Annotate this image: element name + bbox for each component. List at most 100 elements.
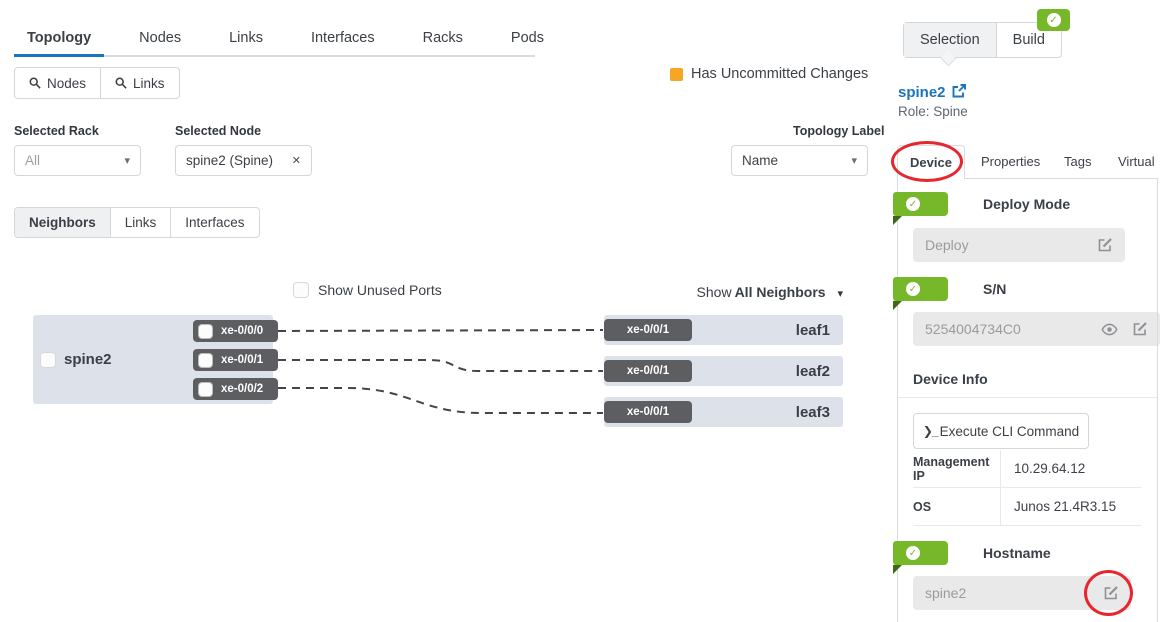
management-ip-value: 10.29.64.12 xyxy=(1000,450,1141,487)
leaf-port[interactable]: xe-0/0/1 xyxy=(604,319,692,341)
search-links-label: Links xyxy=(133,75,165,91)
tab-interfaces[interactable]: Interfaces xyxy=(310,30,375,46)
edit-icon[interactable] xyxy=(1097,237,1113,253)
port-label: xe-0/0/1 xyxy=(626,406,670,418)
hostname-value: spine2 xyxy=(925,585,967,601)
sn-field: 5254004734C0 xyxy=(913,312,1160,346)
terminal-icon: ❯_ xyxy=(922,424,939,438)
search-nodes-button[interactable]: Nodes xyxy=(15,68,100,98)
selected-node-select[interactable]: spine2 (Spine) ✕ xyxy=(175,145,312,176)
management-ip-label: Management IP xyxy=(913,454,990,483)
spine-port[interactable]: xe-0/0/2 xyxy=(193,378,278,400)
tab-links[interactable]: Links xyxy=(229,30,263,46)
sn-status-ribbon: ✓ xyxy=(893,277,948,301)
spine-port[interactable]: xe-0/0/1 xyxy=(193,349,278,371)
tab-pods[interactable]: Pods xyxy=(510,30,544,46)
topology-label-select[interactable]: Name ▾ xyxy=(731,145,868,176)
port-label: xe-0/0/2 xyxy=(221,383,264,395)
uncommitted-changes-label: Has Uncommitted Changes xyxy=(691,66,869,82)
deploy-mode-title: Deploy Mode xyxy=(983,196,1071,212)
eye-icon[interactable] xyxy=(1101,321,1118,338)
execute-cli-label: Execute CLI Command xyxy=(939,423,1080,439)
edit-icon[interactable] xyxy=(1132,321,1148,337)
detail-tab-tags[interactable]: Tags xyxy=(1064,154,1092,169)
port-label: xe-0/0/1 xyxy=(626,324,670,336)
edit-icon[interactable] xyxy=(1103,585,1119,601)
tab-build[interactable]: Build xyxy=(995,23,1061,57)
deploy-mode-value: Deploy xyxy=(925,237,969,253)
check-icon: ✓ xyxy=(1046,13,1061,27)
view-tab-links[interactable]: Links xyxy=(109,208,171,237)
os-label: OS xyxy=(913,499,932,514)
ribbon-fold xyxy=(893,565,902,574)
ribbon-fold xyxy=(893,301,902,310)
selected-node-label: Selected Node xyxy=(175,124,262,138)
leaf-port[interactable]: xe-0/0/1 xyxy=(604,401,692,423)
hostname-title: Hostname xyxy=(983,545,1051,561)
details-panel: Selection Build ✓ spine2 Role: Spine Dev… xyxy=(893,0,1168,622)
hostname-status-ribbon: ✓ xyxy=(893,541,948,565)
leaf-node-label: leaf3 xyxy=(795,403,830,421)
selected-node-value: spine2 (Spine) xyxy=(186,153,274,168)
port-checkbox[interactable] xyxy=(198,323,213,339)
deploy-mode-status-ribbon: ✓ xyxy=(893,192,948,216)
topology-label-value: Name xyxy=(742,153,779,168)
tab-nodes[interactable]: Nodes xyxy=(139,30,182,46)
search-button-group: Nodes Links xyxy=(14,67,180,99)
chevron-down-icon: ▾ xyxy=(837,288,843,300)
tab-racks[interactable]: Racks xyxy=(422,30,463,46)
chevron-down-icon: ▾ xyxy=(851,155,857,167)
selected-rack-select[interactable]: All ▾ xyxy=(14,145,141,176)
search-icon xyxy=(29,77,41,89)
leaf-node-label: leaf2 xyxy=(795,362,830,380)
topology-label-label: Topology Label xyxy=(793,124,885,138)
clear-selection-icon[interactable]: ✕ xyxy=(291,155,301,167)
spine-node-label: spine2 xyxy=(64,351,112,368)
tab-topology[interactable]: Topology xyxy=(14,24,105,57)
sn-title: S/N xyxy=(983,281,1007,297)
selected-rack-value: All xyxy=(25,153,41,168)
view-tab-neighbors[interactable]: Neighbors xyxy=(15,208,110,237)
detail-tab-device[interactable]: Device xyxy=(897,145,965,179)
view-tab-group: Neighbors Links Interfaces xyxy=(14,207,260,238)
leaf-node-label: leaf1 xyxy=(795,321,830,339)
selected-rack-label: Selected Rack xyxy=(14,124,99,138)
spine-node-checkbox[interactable] xyxy=(40,351,56,368)
leaf-port[interactable]: xe-0/0/1 xyxy=(604,360,692,382)
main-nav: Topology Nodes Links Interfaces Racks Po… xyxy=(14,24,544,57)
search-links-button[interactable]: Links xyxy=(100,68,179,98)
selection-build-tabs: Selection Build ✓ xyxy=(903,9,1070,58)
execute-cli-button[interactable]: ❯_ Execute CLI Command xyxy=(913,413,1089,449)
show-unused-ports-control: Show Unused Ports xyxy=(293,282,442,298)
show-neighbors-prefix: Show xyxy=(696,284,732,300)
view-tab-interfaces[interactable]: Interfaces xyxy=(170,208,258,237)
os-value: Junos 21.4R3.15 xyxy=(1000,488,1141,525)
check-icon: ✓ xyxy=(906,282,920,296)
deploy-mode-field: Deploy xyxy=(913,228,1125,262)
check-icon: ✓ xyxy=(906,546,920,560)
device-info-title: Device Info xyxy=(913,371,988,387)
node-role: Role: Spine xyxy=(898,104,968,119)
node-detail-link[interactable]: spine2 xyxy=(898,84,946,101)
uncommitted-changes-swatch xyxy=(670,67,683,81)
show-neighbors-value: All Neighbors xyxy=(734,284,826,300)
port-label: xe-0/0/1 xyxy=(626,365,670,377)
info-row-os: OS Junos 21.4R3.15 xyxy=(913,488,1141,526)
chevron-down-icon: ▾ xyxy=(124,155,130,167)
port-label: xe-0/0/0 xyxy=(221,325,264,337)
port-label: xe-0/0/1 xyxy=(221,354,264,366)
show-unused-ports-checkbox[interactable] xyxy=(293,282,309,298)
port-checkbox[interactable] xyxy=(198,352,213,368)
hostname-field: spine2 xyxy=(913,576,1131,610)
show-unused-ports-label: Show Unused Ports xyxy=(318,282,442,298)
spine-port[interactable]: xe-0/0/0 xyxy=(193,320,278,342)
port-checkbox[interactable] xyxy=(198,381,213,397)
info-row-management-ip: Management IP 10.29.64.12 xyxy=(913,450,1141,488)
detail-tab-properties[interactable]: Properties xyxy=(981,154,1041,169)
topology-links xyxy=(277,329,604,414)
external-link-icon[interactable] xyxy=(952,84,966,101)
detail-tab-virtual[interactable]: Virtual xyxy=(1118,154,1155,169)
